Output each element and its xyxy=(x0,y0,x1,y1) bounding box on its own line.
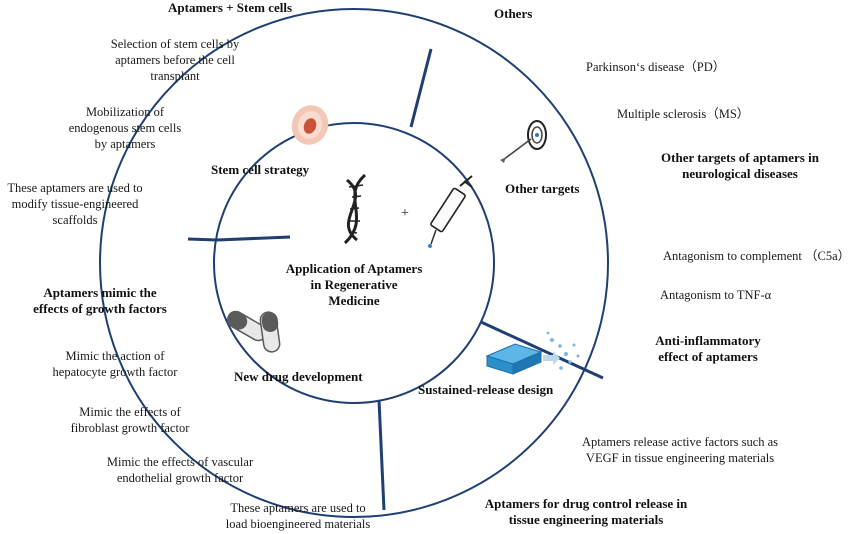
segment-new-drug-development: New drug development xyxy=(234,369,363,384)
item-line: endogenous stem cells xyxy=(68,121,182,135)
center-title-line: in Regenerative xyxy=(310,277,398,292)
heading-line: effects of growth factors xyxy=(33,301,167,316)
segment-stem-cell-strategy: Stem cell strategy xyxy=(211,162,310,177)
item-antagonism-c5a: Antagonism to complement （C5a） xyxy=(663,249,851,263)
item-parkinsons: Parkinson‘s disease（PD） xyxy=(586,60,726,74)
heading-drug-control-release: Aptamers for drug control release in tis… xyxy=(466,496,706,528)
heading-line: tissue engineering materials xyxy=(508,512,664,527)
item-line: endothelial growth factor xyxy=(116,471,244,485)
item-multiple-sclerosis: Multiple sclerosis（MS） xyxy=(617,107,750,121)
item-modify-scaffolds: These aptamers are used to modify tissue… xyxy=(0,180,150,228)
heading-other-targets-neuro: Other targets of aptamers in neurologica… xyxy=(640,150,840,182)
center-title-line: Application of Aptamers xyxy=(285,261,423,276)
item-fibroblast: Mimic the effects of fibroblast growth f… xyxy=(55,404,205,436)
syringe-icon xyxy=(428,175,473,248)
item-line: Selection of stem cells by xyxy=(110,37,240,51)
divider-left xyxy=(187,237,218,242)
capsule-icon xyxy=(226,310,281,353)
item-vascular-endothelial: Mimic the effects of vascular endothelia… xyxy=(95,454,265,486)
heading-aptamers-stem-cells: Aptamers + Stem cells xyxy=(168,0,293,15)
item-line: load bioengineered materials xyxy=(225,517,371,531)
center-title-line: Medicine xyxy=(328,293,380,308)
heading-aptamers-mimic-growth-factors: Aptamers mimic the effects of growth fac… xyxy=(20,285,180,317)
item-line: fibroblast growth factor xyxy=(70,421,190,435)
plus-sign: + xyxy=(401,206,409,221)
item-line: Mimic the effects of vascular xyxy=(106,455,254,469)
heading-line: effect of aptamers xyxy=(658,349,758,364)
item-line: scaffolds xyxy=(52,213,98,227)
item-line: Mobilization of xyxy=(85,105,165,119)
divider-top-right xyxy=(409,48,433,128)
heading-line: Aptamers for drug control release in xyxy=(484,496,688,511)
item-release-active-factors: Aptamers release active factors such as … xyxy=(565,434,795,466)
item-line: Mimic the action of xyxy=(65,349,165,363)
divider-left-inner xyxy=(216,235,291,242)
item-antagonism-tnf: Antagonism to TNF-α xyxy=(660,288,772,302)
item-mobilization-endogenous: Mobilization of endogenous stem cells by… xyxy=(60,104,190,152)
divider-right xyxy=(480,320,604,380)
item-line: These aptamers are used to xyxy=(230,501,366,515)
item-line: Mimic the effects of xyxy=(79,405,181,419)
heading-line: Other targets of aptamers in xyxy=(661,150,819,165)
segment-other-targets: Other targets xyxy=(505,181,580,196)
heading-line: Anti-inflammatory xyxy=(655,333,761,348)
item-line: modify tissue-engineered xyxy=(11,197,139,211)
item-line: Aptamers release active factors such as xyxy=(581,435,779,449)
divider-bottom xyxy=(377,399,386,511)
item-line: hepatocyte growth factor xyxy=(52,365,178,379)
stem-cell-icon xyxy=(291,105,329,145)
segment-sustained-release-design: Sustained-release design xyxy=(418,382,554,397)
target-icon xyxy=(500,120,547,163)
center-title: Application of Aptamers in Regenerative … xyxy=(280,261,428,309)
release-block-icon xyxy=(485,331,580,375)
item-line: VEGF in tissue engineering materials xyxy=(585,451,775,465)
item-load-bioengineered: These aptamers are used to load bioengin… xyxy=(208,500,388,532)
inner-ring xyxy=(213,122,495,404)
heading-anti-inflammatory: Anti-inflammatory effect of aptamers xyxy=(633,333,783,365)
item-hepatocyte: Mimic the action of hepatocyte growth fa… xyxy=(40,348,190,380)
item-selection-of-stem-cells: Selection of stem cells by aptamers befo… xyxy=(90,36,260,84)
heading-line: Aptamers mimic the xyxy=(43,285,157,300)
dna-icon xyxy=(343,173,367,245)
item-line: transplant xyxy=(150,69,200,83)
heading-line: neurological diseases xyxy=(682,166,798,181)
item-line: These aptamers are used to xyxy=(7,181,143,195)
heading-others: Others xyxy=(494,6,533,21)
item-line: aptamers before the cell xyxy=(115,53,235,67)
item-line: by aptamers xyxy=(94,137,156,151)
outer-ring xyxy=(99,8,609,518)
